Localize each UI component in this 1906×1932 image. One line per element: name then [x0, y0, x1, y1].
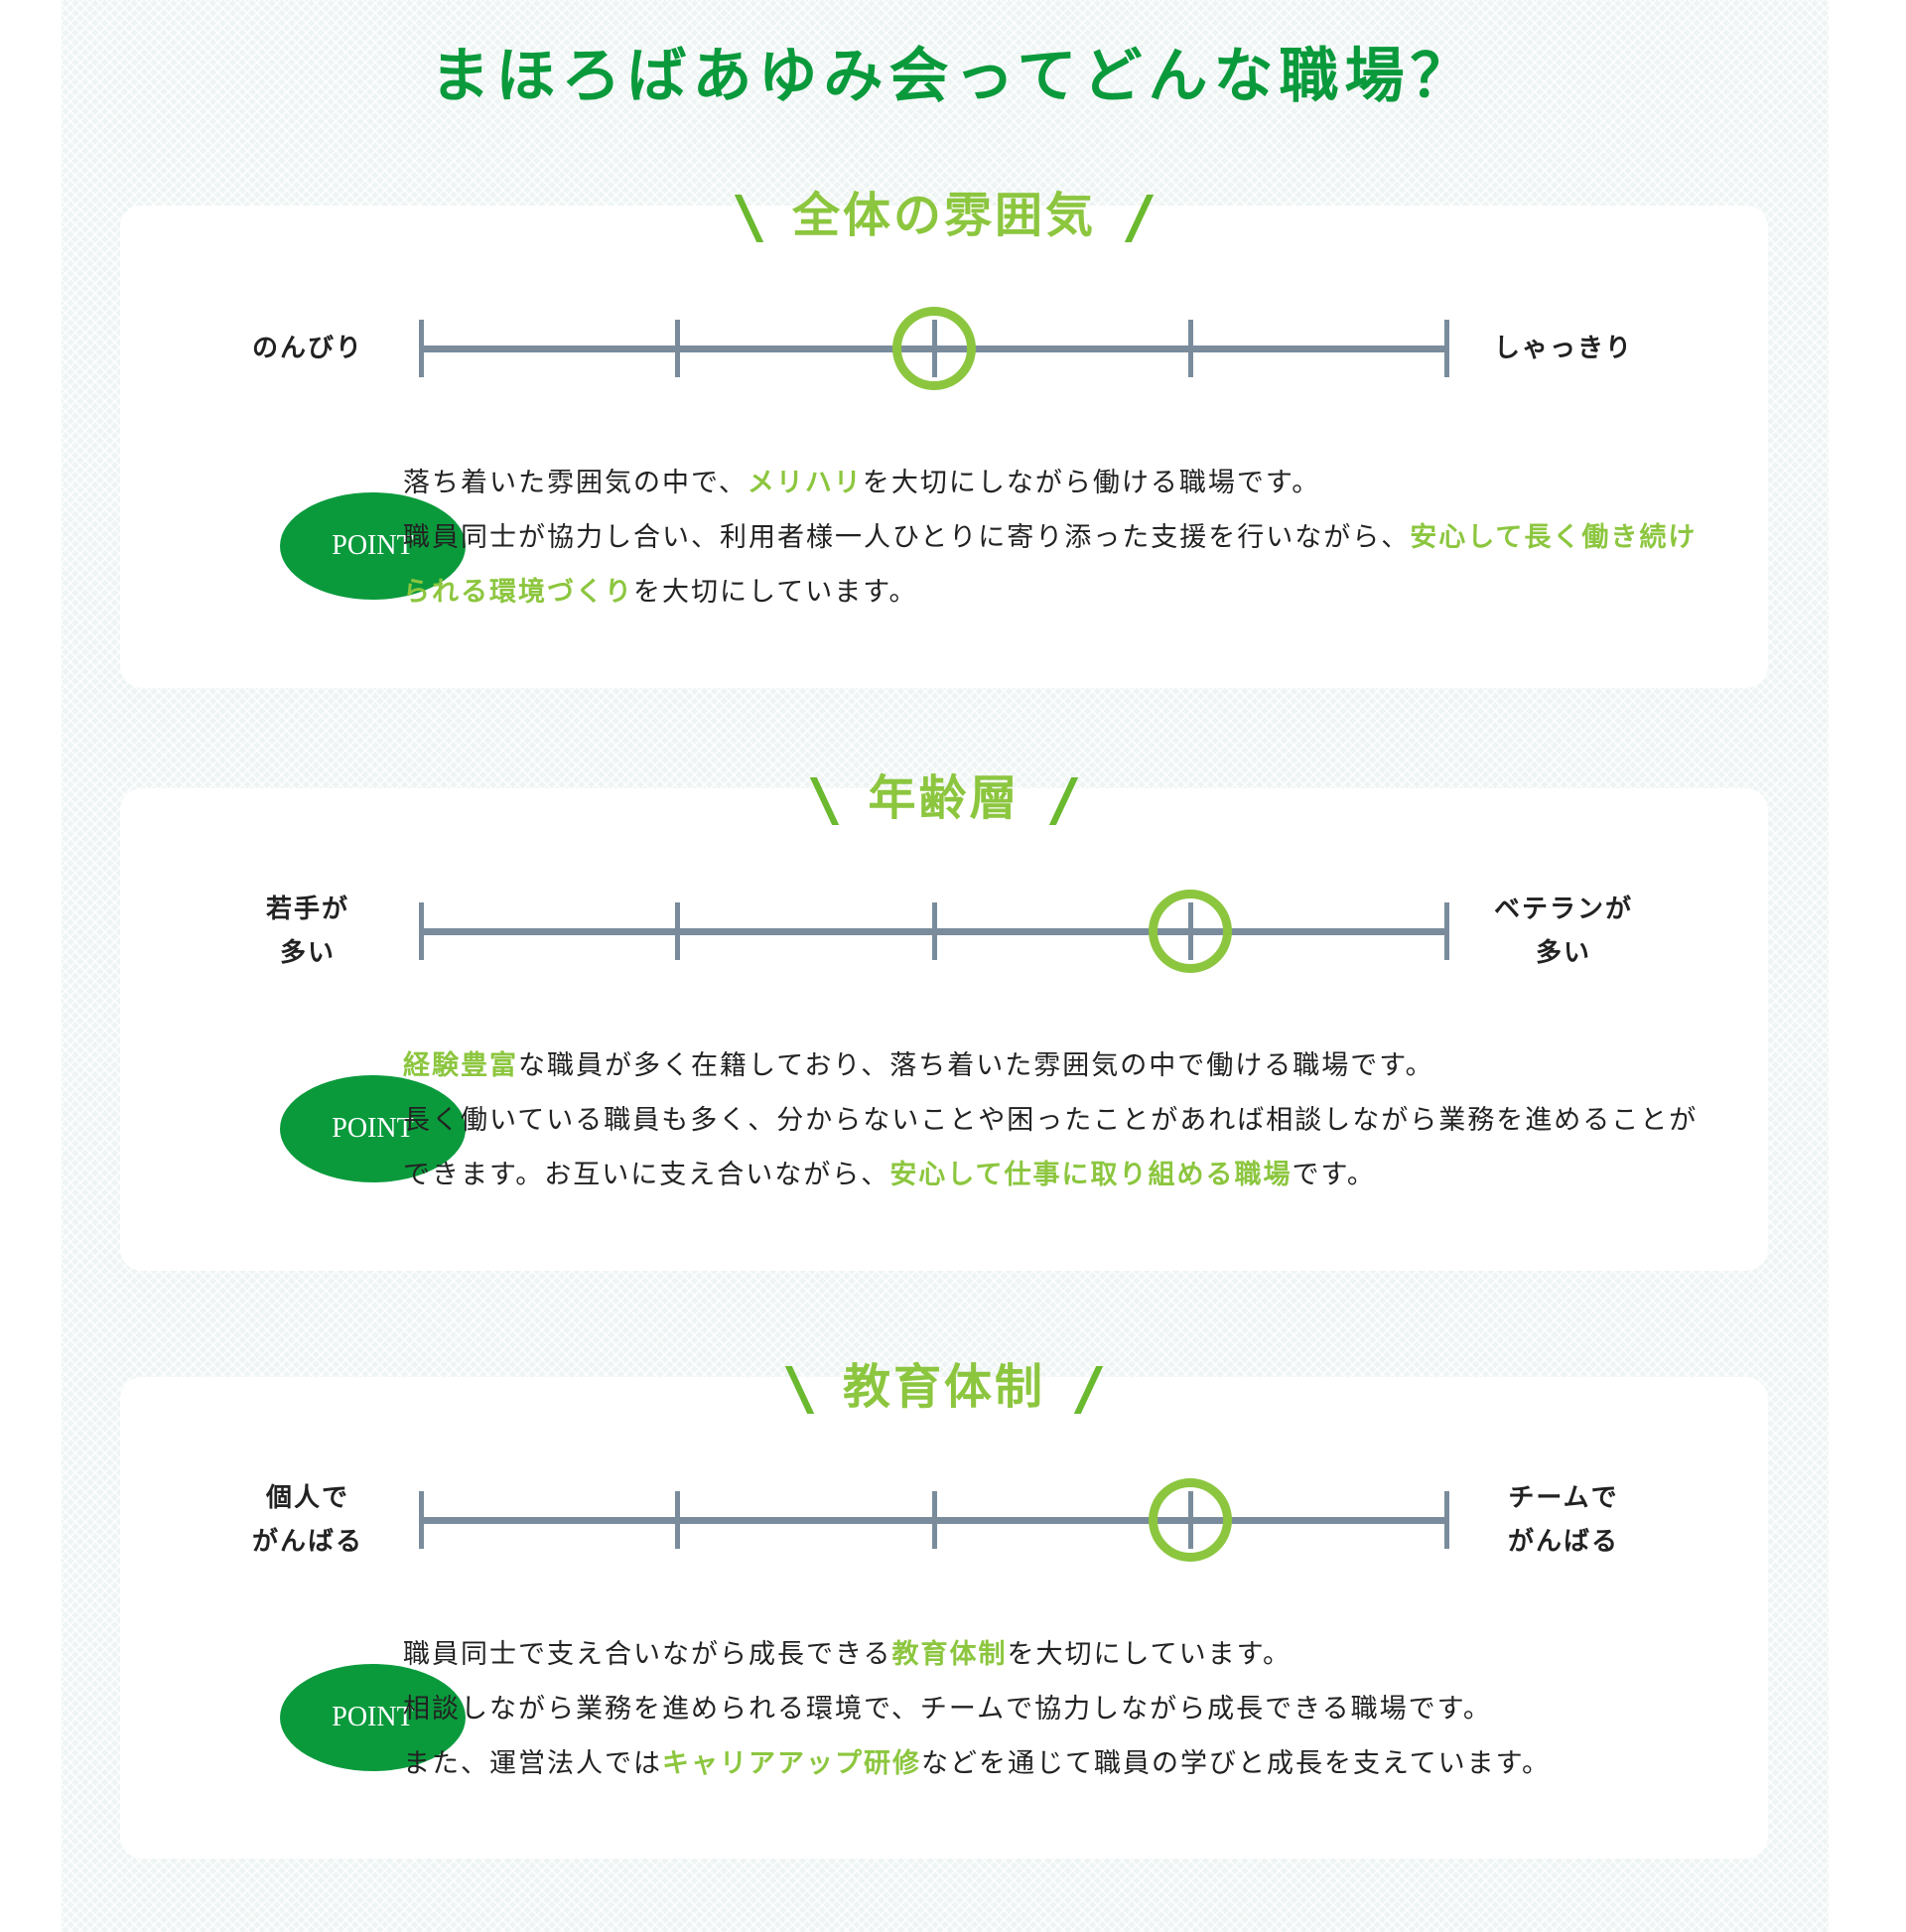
- text-segment: を大切にしながら働ける職場です。: [862, 468, 1321, 498]
- label-line: 個人で: [265, 1483, 349, 1513]
- slash-left-icon: [810, 777, 840, 825]
- scale-marker: [891, 307, 976, 390]
- scale-tick: [419, 902, 424, 960]
- page-title: まほろばあゆみ会ってどんな職場？: [430, 42, 1476, 111]
- scale-tick: [419, 1491, 424, 1549]
- point-badge: POINT: [280, 1664, 466, 1771]
- slash-left-icon: [784, 1366, 815, 1414]
- text-segment: 職員同士が協力し合い、利用者様一人ひとりに寄り添った支援を行いながら、: [403, 522, 1411, 553]
- scale-tick: [1187, 320, 1193, 377]
- text-segment: 落ち着いた雰囲気の中で、: [403, 468, 748, 498]
- scale-tick: [419, 320, 424, 377]
- highlight-text: キャリアアップ研修: [662, 1748, 921, 1779]
- slash-right-icon: [1048, 777, 1078, 825]
- text-segment: です。: [1292, 1160, 1376, 1190]
- scale-marker: [1148, 1478, 1232, 1562]
- label-line: がんばる: [1507, 1527, 1619, 1557]
- scale-left-label: 個人でがんばる: [208, 1476, 407, 1564]
- scale-tick: [1444, 902, 1449, 960]
- point-badge: POINT: [280, 492, 466, 600]
- scale-left-label: のんびり: [208, 327, 407, 370]
- section-heading: 教育体制: [120, 1347, 1768, 1417]
- highlight-text: 経験豊富: [403, 1050, 518, 1081]
- label-line: チームで: [1508, 1483, 1619, 1513]
- description-paragraph: 相談しながら業務を進められる環境で、チームで協力しながら成長できる職場です。: [403, 1682, 1713, 1736]
- description-paragraph: 長く働いている職員も多く、分からないことや困ったことがあれば相談しながら業務を進…: [403, 1093, 1713, 1202]
- section-heading: 全体の雰囲気: [120, 176, 1768, 245]
- text-segment: 相談しながら業務を進められる環境で、チームで協力しながら成長できる職場です。: [403, 1694, 1492, 1725]
- text-segment: を大切にしています。: [633, 577, 918, 608]
- label-line: しゃっきり: [1493, 334, 1633, 363]
- description-paragraph: 落ち着いた雰囲気の中で、メリハリを大切にしながら働ける職場です。: [403, 456, 1713, 510]
- description-paragraph: また、運営法人ではキャリアアップ研修などを通じて職員の学びと成長を支えています。: [403, 1736, 1713, 1791]
- scale-tick: [931, 902, 937, 960]
- text-segment: な職員が多く在籍しており、落ち着いた雰囲気の中で働ける職場です。: [518, 1050, 1434, 1081]
- slash-right-icon: [1073, 1366, 1104, 1414]
- point-description: 経験豊富な職員が多く在籍しており、落ち着いた雰囲気の中で働ける職場です。長く働い…: [403, 1038, 1713, 1202]
- scale-marker: [1148, 890, 1232, 973]
- section-heading-text: 教育体制: [842, 1359, 1045, 1415]
- section-heading-text: 全体の雰囲気: [791, 188, 1096, 243]
- point-description: 落ち着いた雰囲気の中で、メリハリを大切にしながら働ける職場です。職員同士が協力し…: [403, 456, 1713, 620]
- text-segment: また、運営法人では: [403, 1748, 662, 1779]
- description-paragraph: 職員同士が協力し合い、利用者様一人ひとりに寄り添った支援を行いながら、安心して長…: [403, 510, 1713, 620]
- description-paragraph: 職員同士で支え合いながら成長できる教育体制を大切にしています。: [403, 1627, 1713, 1682]
- highlight-text: 教育体制: [891, 1639, 1008, 1670]
- point-badge: POINT: [280, 1075, 466, 1182]
- slash-right-icon: [1124, 195, 1155, 242]
- scale-right-label: しゃっきり: [1464, 327, 1663, 370]
- scale-tick: [675, 320, 681, 377]
- text-segment: を大切にしています。: [1007, 1639, 1292, 1670]
- text-segment: 職員同士で支え合いながら成長できる: [403, 1639, 892, 1670]
- scale-tick: [675, 1491, 681, 1549]
- highlight-text: メリハリ: [747, 468, 863, 498]
- scale-tick: [1444, 320, 1449, 377]
- scale-right-label: ベテランが多い: [1464, 888, 1663, 975]
- label-line: ベテランが: [1493, 895, 1633, 924]
- point-description: 職員同士で支え合いながら成長できる教育体制を大切にしています。相談しながら業務を…: [403, 1627, 1713, 1791]
- label-line: のんびり: [251, 334, 363, 363]
- slash-left-icon: [734, 195, 764, 242]
- scale-tick: [1444, 1491, 1449, 1549]
- scale-tick: [675, 902, 681, 960]
- description-paragraph: 経験豊富な職員が多く在籍しており、落ち着いた雰囲気の中で働ける職場です。: [403, 1038, 1713, 1093]
- scale-left-label: 若手が多い: [208, 888, 407, 975]
- highlight-text: 安心して仕事に取り組める職場: [889, 1160, 1293, 1190]
- text-segment: などを通じて職員の学びと成長を支えています。: [921, 1748, 1551, 1779]
- highlight-text: 安心して長く働き続けられる環境づくり: [403, 522, 1698, 608]
- section-heading-text: 年齢層: [868, 770, 1021, 826]
- label-line: 若手が: [265, 895, 349, 924]
- scale-tick: [931, 1491, 937, 1549]
- section-heading: 年齢層: [120, 759, 1768, 828]
- text-segment: 長く働いている職員も多く、分からないことや困ったことがあれば相談しながら業務を進…: [403, 1105, 1699, 1190]
- scale-right-label: チームでがんばる: [1464, 1476, 1663, 1564]
- label-line: 多い: [279, 938, 336, 968]
- label-line: がんばる: [251, 1527, 363, 1557]
- label-line: 多い: [1535, 938, 1591, 968]
